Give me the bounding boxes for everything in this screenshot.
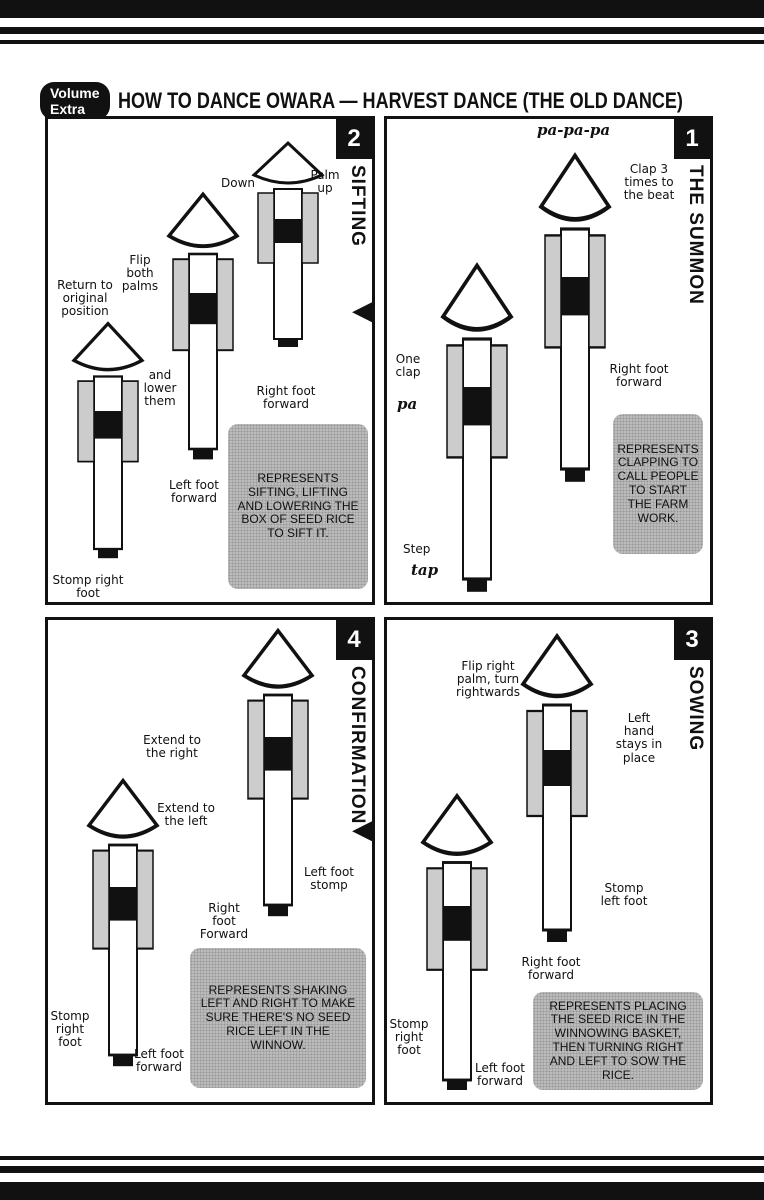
arrow-left-icon: ◀ [352,293,376,328]
label-left-hand: Left hand stays in place [615,711,663,765]
dancer-figure [535,149,615,489]
bottom-border-stripe [0,1166,764,1173]
label-step: Step [403,542,431,556]
label-right-forward: Right foot Forward [199,901,249,942]
label-left-forward: Left foot forward [134,1047,185,1075]
sfx-clapping: pa-pa-pa [537,121,611,139]
label-return: Return to original position [57,278,113,319]
step-title: CONFIRMATION [347,666,368,825]
label-down: Down [221,176,256,190]
step-number: 1 [674,119,710,159]
panel-confirmation: 4 CONFIRMATION Extend to the right Exten… [45,617,375,1105]
label-flip-right: Flip right palm, turn rightwards [456,659,520,700]
label-flip: Flip both palms [121,253,159,294]
top-border-stripe [0,27,764,34]
label-clap-3: Clap 3 times to the beat [623,162,675,203]
top-border-stripe [0,0,764,18]
bottom-border-stripe [0,1156,764,1160]
label-right-foot: Right foot forward [256,384,316,412]
volume-badge: Volume Extra [40,82,110,120]
label-palm-up: Palm up [310,168,340,196]
step-number: 2 [336,119,372,159]
panel-the-summon: 1 THE SUMMON pa-pa-pa Clap 3 times to th… [384,116,713,605]
sfx-tap: tap [411,561,439,579]
arrow-left-icon: ◀ [352,812,376,847]
caption-box: Represents sifting, lifting and lowering… [228,424,368,589]
dancer-figure [417,790,497,1090]
label-lower: and lower them [143,368,177,409]
caption-box: Represents placing the seed rice in the … [533,992,703,1090]
label-stomp: Stomp right foot [52,573,124,601]
step-title: SIFTING [347,165,368,247]
label-one-clap: One clap [395,352,421,380]
label-right-foot: Right foot forward [521,955,581,983]
step-title: SOWING [685,666,706,752]
sfx-pa: pa [397,395,418,413]
label-extend-left: Extend to the left [157,801,215,829]
dancer-figure [83,775,163,1075]
label-stomp-left: Stomp left foot [600,881,648,909]
dancer-figure [437,259,517,599]
caption-box: Represents clapping to call people to st… [613,414,703,554]
step-title: THE SUMMON [685,165,706,305]
page-header: Volume Extra HOW TO DANCE OWARA — HARVES… [40,82,720,120]
label-stomp-right: Stomp right foot [50,1009,90,1050]
step-number: 3 [674,620,710,660]
caption-box: Represents shaking left and right to mak… [190,948,366,1088]
label-stomp-right: Stomp right foot [389,1017,429,1058]
label-right-foot: Right foot forward [609,362,669,390]
label-left-stomp: Left foot stomp [304,865,355,893]
page-title: HOW TO DANCE OWARA — HARVEST DANCE (THE … [117,88,683,113]
top-border-stripe [0,40,764,44]
dancer-figure [72,321,144,560]
panel-sifting: 2 SIFTING Down Palm up Flip both palms R… [45,116,375,605]
step-number: 4 [336,620,372,660]
bottom-border-stripe [0,1182,764,1200]
panel-sowing: 3 SOWING Flip right palm, turn rightward… [384,617,713,1105]
label-left-foot: Left foot forward [475,1061,526,1089]
label-left-foot: Left foot forward [168,478,219,506]
label-extend-right: Extend to the right [143,733,201,761]
